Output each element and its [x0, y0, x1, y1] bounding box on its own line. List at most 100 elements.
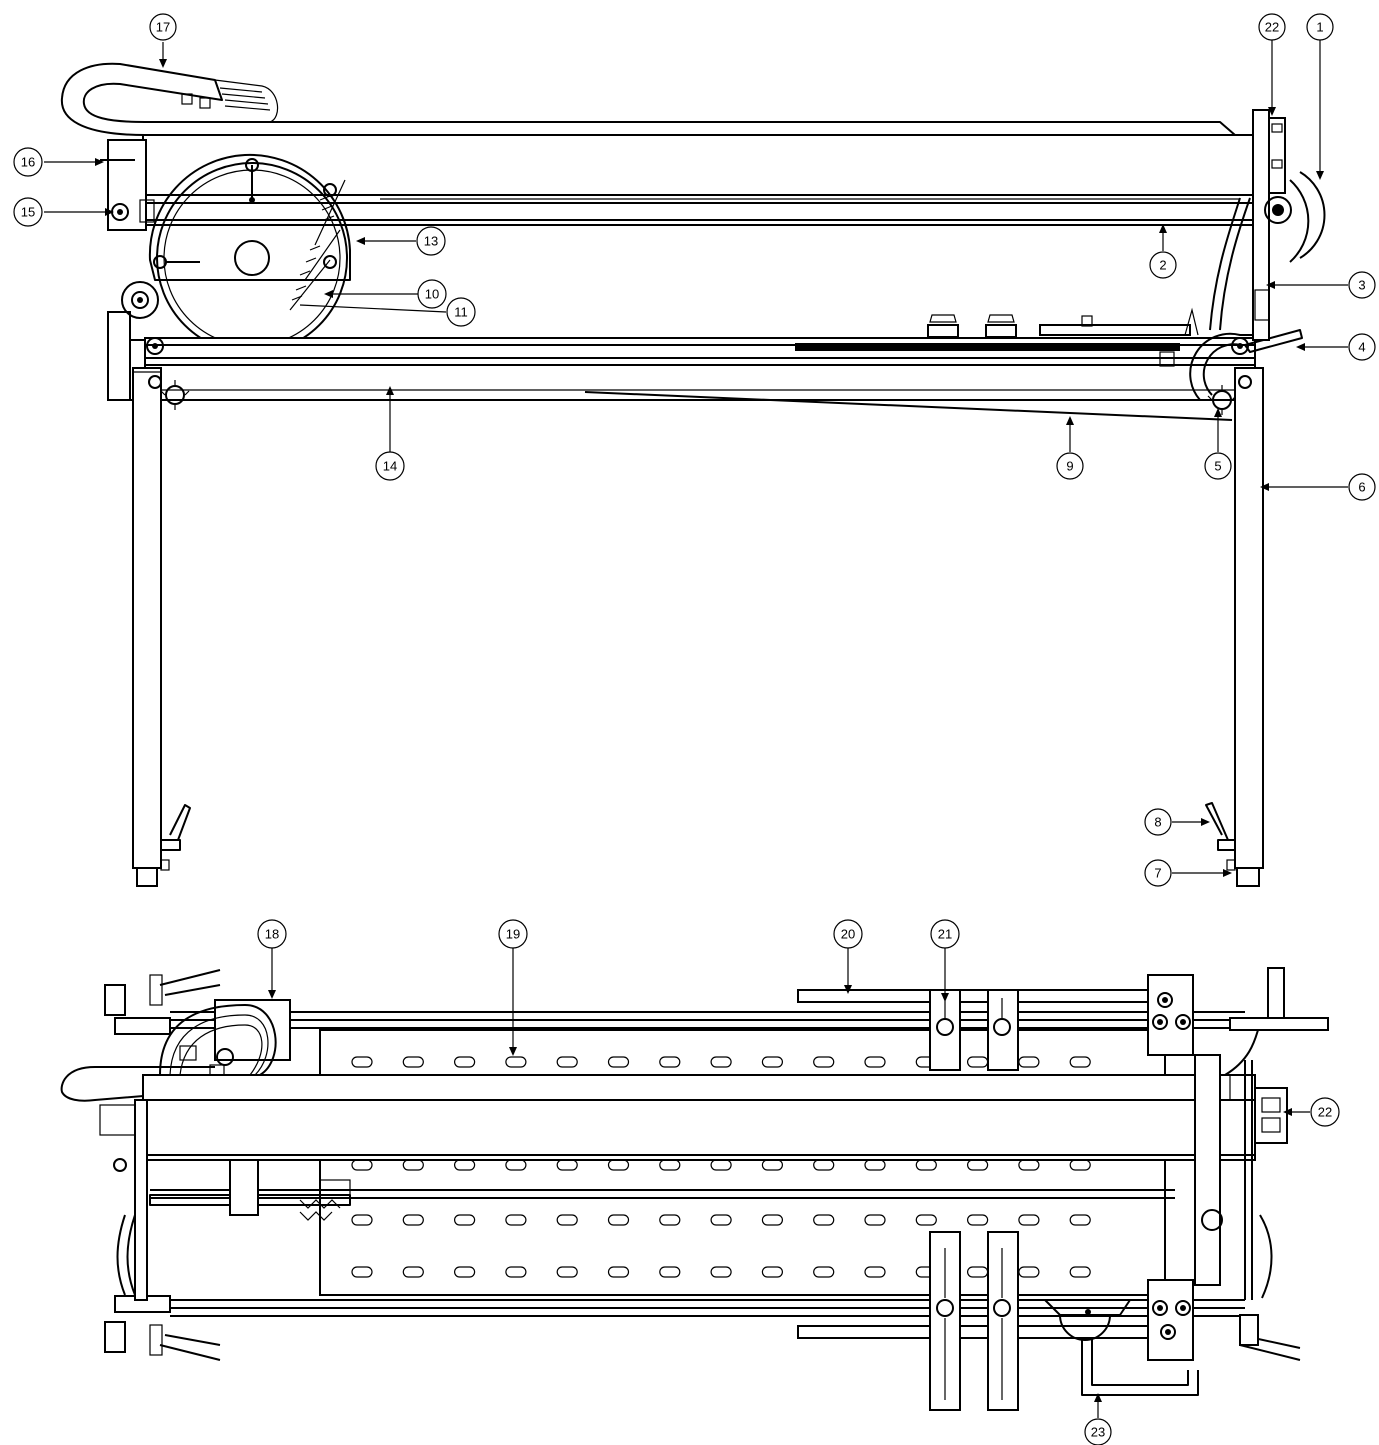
table-slot — [864, 1266, 886, 1278]
table-slot — [351, 1214, 373, 1226]
svg-text:3: 3 — [1358, 278, 1365, 293]
svg-text:16: 16 — [21, 155, 35, 170]
left-head-bracket — [100, 139, 155, 231]
table-slot — [454, 1056, 476, 1068]
table-slot — [659, 1056, 681, 1068]
callout-20: 20 — [833, 919, 863, 949]
callout-23: 23 — [1084, 1418, 1112, 1445]
table-slot — [659, 1214, 681, 1226]
top-plan-view — [60, 967, 1329, 1411]
callout-22-front: 22 — [1258, 13, 1286, 41]
callout-8: 8 — [1144, 808, 1172, 836]
table-slot — [1018, 1214, 1040, 1226]
table-slot — [505, 1266, 527, 1278]
table-slot — [1069, 1214, 1091, 1226]
table-slot — [761, 1266, 784, 1278]
fence-rails — [797, 989, 1149, 1339]
table-slot — [864, 1214, 886, 1226]
callout-22-top: 22 — [1310, 1097, 1340, 1127]
callout-14: 14 — [375, 451, 405, 481]
callout-bubbles: 1 22 17 16 15 13 2 3 10 11 4 14 9 5 6 8 … — [13, 13, 1376, 1445]
table-slot — [1069, 1056, 1091, 1068]
svg-text:22: 22 — [1265, 20, 1279, 35]
svg-text:1: 1 — [1316, 20, 1323, 35]
table-slot — [402, 1266, 424, 1278]
callout-16: 16 — [13, 147, 43, 177]
svg-text:19: 19 — [506, 927, 520, 942]
lower-frame-beam — [144, 337, 1256, 421]
svg-text:5: 5 — [1214, 459, 1221, 474]
work-table — [319, 1029, 1166, 1296]
table-slot — [505, 1214, 527, 1226]
svg-text:17: 17 — [156, 20, 170, 35]
svg-text:8: 8 — [1154, 815, 1161, 830]
table-slot — [813, 1056, 835, 1068]
table-slot — [402, 1056, 424, 1068]
table-slot — [813, 1214, 835, 1226]
callout-19: 19 — [498, 919, 528, 949]
saw-head — [149, 999, 351, 1221]
table-slot — [607, 1266, 630, 1278]
table-slot — [556, 1214, 578, 1226]
callout-17: 17 — [149, 13, 177, 41]
callout-15: 15 — [13, 197, 43, 227]
table-slot — [761, 1056, 784, 1068]
svg-text:4: 4 — [1358, 340, 1365, 355]
svg-text:9: 9 — [1066, 459, 1073, 474]
svg-text:14: 14 — [383, 459, 397, 474]
table-slot — [607, 1214, 630, 1226]
table-slot — [351, 1266, 373, 1278]
svg-text:6: 6 — [1358, 480, 1365, 495]
right-pivot-assembly — [1189, 329, 1303, 415]
fence-clamps — [929, 989, 1019, 1411]
svg-text:7: 7 — [1154, 866, 1161, 881]
svg-text:21: 21 — [938, 927, 952, 942]
callout-2: 2 — [1149, 251, 1177, 279]
right-leg — [1205, 367, 1264, 887]
callout-10: 10 — [417, 279, 447, 309]
table-slot — [402, 1214, 424, 1226]
left-leg — [132, 367, 191, 887]
table-slot — [710, 1214, 732, 1226]
table-slot — [556, 1266, 578, 1278]
svg-text:15: 15 — [21, 205, 35, 220]
table-slot — [351, 1056, 373, 1068]
table-slot — [915, 1214, 937, 1226]
table-slots — [351, 1056, 1091, 1278]
svg-text:10: 10 — [425, 287, 439, 302]
svg-text:18: 18 — [265, 927, 279, 942]
table-slot — [556, 1056, 578, 1068]
table-slot — [607, 1056, 630, 1068]
svg-text:13: 13 — [424, 234, 438, 249]
svg-text:11: 11 — [454, 305, 468, 320]
callout-4: 4 — [1348, 333, 1376, 361]
callout-13: 13 — [416, 226, 446, 256]
callout-9: 9 — [1056, 452, 1084, 480]
callout-5: 5 — [1204, 452, 1232, 480]
table-slot — [659, 1266, 681, 1278]
beam-top-view — [142, 1074, 1256, 1161]
table-slot — [761, 1214, 784, 1226]
carry-handle — [60, 62, 279, 136]
table-slot — [813, 1266, 835, 1278]
table-slot — [1069, 1266, 1091, 1278]
fence-knobs — [927, 307, 1199, 338]
callout-3: 3 — [1348, 271, 1376, 299]
callout-21: 21 — [930, 919, 960, 949]
table-slot — [710, 1266, 732, 1278]
svg-text:23: 23 — [1091, 1425, 1105, 1440]
callout-11: 11 — [446, 297, 476, 327]
callout-7: 7 — [1144, 859, 1172, 887]
callout-arrowheads — [95, 59, 1324, 1402]
callout-6: 6 — [1348, 473, 1376, 501]
right-end-assembly — [1044, 967, 1329, 1396]
left-end-assembly — [99, 969, 221, 1361]
table-slot — [864, 1056, 886, 1068]
svg-text:20: 20 — [841, 927, 855, 942]
table-slot — [454, 1266, 476, 1278]
table-slot — [966, 1214, 989, 1226]
table-slot — [454, 1214, 476, 1226]
right-head-plate — [1209, 109, 1326, 341]
svg-text:2: 2 — [1159, 258, 1166, 273]
